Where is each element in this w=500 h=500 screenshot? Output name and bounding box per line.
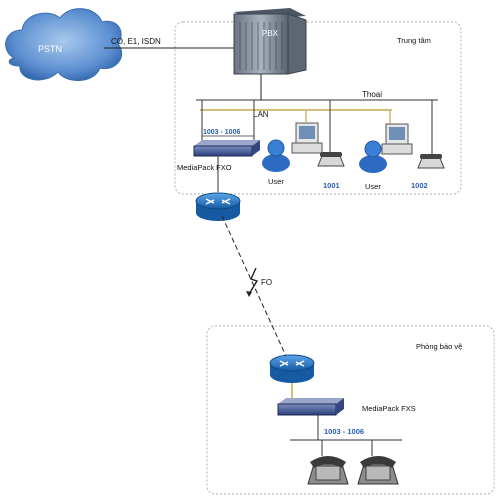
user-2-label: User [365,182,381,191]
user-2-extension: 1002 [411,181,428,190]
fxo-label: MediaPack FXO [177,163,232,172]
pbx-label: PBX [262,29,279,38]
guard-router-icon [269,354,315,383]
user-2-phone-icon [417,154,445,169]
lan-label: LAN [253,110,269,119]
hq-router-icon [195,192,241,221]
voice-line-label: Thoại [362,90,382,99]
mediapack-fxs-device [277,398,344,416]
mediapack-fxo-device [193,140,260,157]
headquarters-label: Trung tâm [397,36,431,45]
user-1-computer-icon [291,122,323,154]
trunk-label: CO, E1, ISDN [111,37,161,46]
pbx-server: PBX [233,8,307,75]
fxs-label: MediaPack FXS [362,404,416,413]
fxo-range-label: 1003 - 1006 [203,129,240,136]
user-1-label: User [268,177,284,186]
headquarters-zone [174,21,462,195]
fo-label: FO [261,278,272,287]
fxs-range-label: 1003 - 1006 [324,427,364,436]
guard-room-label: Phòng bảo vệ [416,342,462,351]
user-1-person-icon [262,139,290,172]
fo-lightning-icon [246,267,259,297]
user-1-phone-icon [317,152,345,167]
guard-phone-2-icon [357,456,399,485]
guard-room-zone [206,325,495,495]
pstn-label: PSTN [38,44,62,54]
user-1-extension: 1001 [323,181,340,190]
guard-phone-1-icon [307,456,349,485]
pstn-cloud: PSTN [5,8,123,81]
user-2-computer-icon [381,123,413,155]
user-2-person-icon [359,140,387,173]
